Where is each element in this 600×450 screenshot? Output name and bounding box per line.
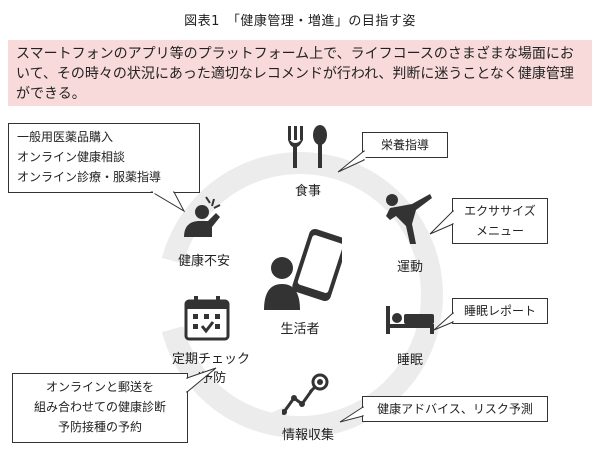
- callout-online-checkup-line: 組み合わせての健康診断: [33, 400, 166, 414]
- node-exercise-label: 運動: [396, 260, 423, 275]
- node-checkup-label: 定期チェック /予防: [171, 352, 250, 386]
- callout-otc-line: オンライン健康相談: [17, 150, 126, 164]
- cycle-arrow-head: [256, 406, 290, 438]
- callout-otc-tail: [150, 191, 186, 213]
- callout-health-advice-tail: [339, 406, 364, 423]
- callout-sleep-report: 睡眠レポート: [452, 298, 548, 324]
- callout-sleep-report-line: 睡眠レポート: [463, 304, 536, 318]
- chart-magnifier-icon: [282, 373, 329, 415]
- callout-exercise-menu-tail: [429, 210, 454, 235]
- callout-exercise-menu-line: メニュー: [475, 224, 524, 238]
- callout-nutrition-line: 栄養指導: [380, 138, 429, 152]
- fork-spoon-icon: [288, 125, 327, 168]
- callout-online-checkup: オンラインと郵送を 組み合わせての健康診断 予防接種の予約: [12, 373, 188, 443]
- callout-health-advice-line: 健康アドバイス、リスク予測: [377, 402, 533, 416]
- callout-otc-line: 一般用医薬品購入: [17, 130, 114, 144]
- bed-icon: [386, 306, 434, 334]
- node-unwell-label: 健康不安: [177, 254, 230, 269]
- callout-online-checkup-line: 予防接種の予約: [57, 420, 142, 434]
- calendar-check-icon: [184, 296, 230, 341]
- callout-nutrition: 栄養指導: [362, 132, 448, 158]
- callout-exercise-menu: エクササイズ メニュー: [452, 198, 548, 244]
- callout-exercise-menu-line: エクササイズ: [464, 204, 536, 218]
- callout-sleep-report-tail: [433, 312, 454, 331]
- yoga-pose-icon: [386, 194, 432, 244]
- summary-banner: スマートフォンのアプリ等のプラットフォーム上で、ライフコースのさまざまな場面にお…: [8, 40, 592, 106]
- callout-nutrition-tail: [337, 150, 366, 173]
- node-info-label: 情報収集: [281, 428, 334, 443]
- person-with-phone-icon: [264, 228, 342, 310]
- distressed-person-icon: [184, 196, 221, 237]
- callout-otc: 一般用医薬品購入 オンライン健康相談 オンライン診療・服薬指導: [8, 123, 200, 193]
- callout-health-advice: 健康アドバイス、リスク予測: [362, 396, 548, 422]
- figure-title: 図表1 「健康管理・増進」の目指す姿: [184, 14, 416, 29]
- callout-online-checkup-tail: [186, 367, 217, 394]
- node-meal-label: 食事: [294, 184, 321, 199]
- center-label: 生活者: [280, 322, 320, 337]
- callout-otc-line: オンライン診療・服薬指導: [17, 170, 162, 184]
- callout-online-checkup-line: オンラインと郵送を: [45, 380, 154, 394]
- node-sleep-label: 睡眠: [396, 353, 423, 368]
